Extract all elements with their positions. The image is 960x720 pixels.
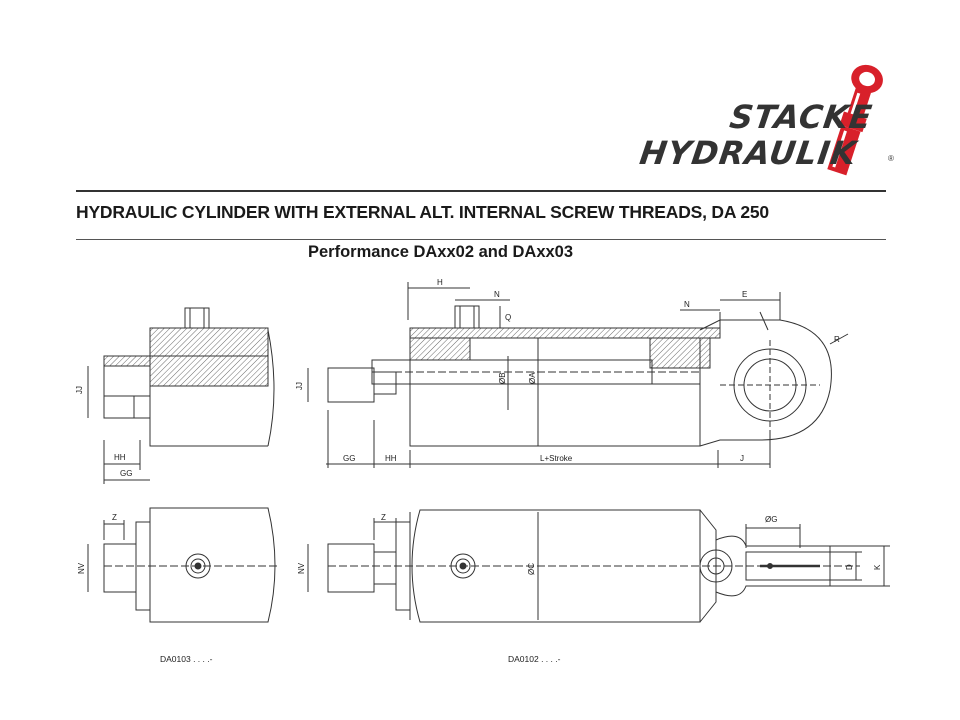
dim-n-top: N [494, 290, 500, 299]
outside-view-left [87, 507, 280, 623]
dim-z-right: Z [381, 513, 386, 522]
dim-gg-right: GG [343, 454, 355, 463]
dim-g: ØG [765, 515, 777, 524]
page-subtitle: Performance DAxx02 and DAxx03 [308, 243, 574, 261]
registered-mark: ® [888, 154, 894, 163]
dim-q: Q [505, 313, 511, 322]
dim-r: R [834, 335, 840, 344]
dim-c: ØC [527, 563, 536, 575]
dim-h: H [437, 278, 443, 287]
dim-j: J [740, 454, 744, 463]
logo-cylinder-icon [827, 64, 883, 176]
dim-nv-right: NV [297, 562, 306, 574]
dim-e: E [742, 290, 747, 299]
header-rule-bottom [76, 239, 886, 240]
dim-gg-left: GG [120, 469, 132, 478]
code-left: DA0103 . . . .- [160, 654, 213, 664]
dim-hh-right: HH [385, 454, 397, 463]
dim-b: ØB [498, 372, 507, 384]
dim-l-stroke: L+Stroke [540, 454, 573, 463]
dim-d: D [845, 564, 854, 570]
header-rule-top [76, 190, 886, 192]
dim-z-left: Z [112, 513, 117, 522]
stacke-hydraulik-logo: STACKE HYDRAULIK ® [630, 62, 910, 187]
dim-a: ØA [528, 372, 537, 384]
dim-k: K [873, 564, 882, 570]
outside-view-right [307, 509, 890, 623]
page-title: HYDRAULIC CYLINDER WITH EXTERNAL ALT. IN… [76, 202, 769, 222]
dim-nv-left: NV [77, 562, 86, 574]
dim-n-right: N [684, 300, 690, 309]
section-view-right [307, 282, 849, 468]
dim-jj-right: JJ [295, 382, 304, 390]
code-right: DA0102 . . . .- [508, 654, 561, 664]
section-view-left [87, 307, 275, 484]
dim-jj-left: JJ [75, 386, 84, 394]
dim-hh-left: HH [114, 453, 126, 462]
